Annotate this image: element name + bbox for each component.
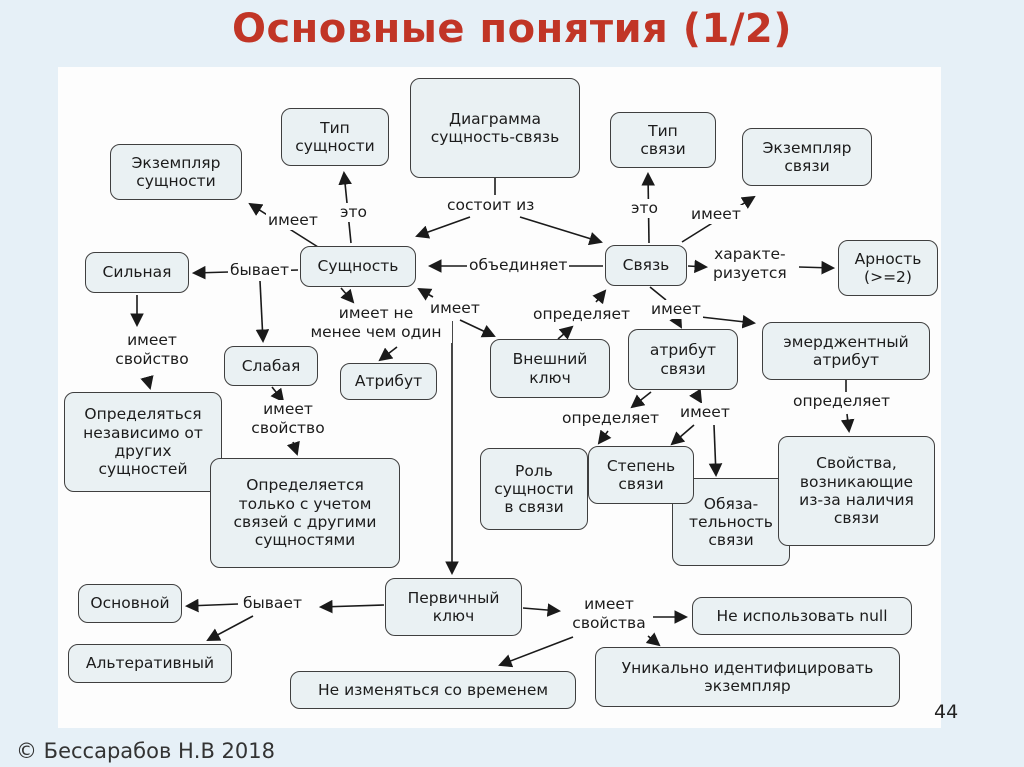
footer-copyright: © Бессарабов Н.В 2018	[16, 739, 276, 763]
node-relationship-attribute: атрибут связи	[628, 329, 738, 390]
arrow-consists-of-relationship	[519, 216, 603, 246]
arrow-byvaet-weak	[255, 280, 270, 344]
arrow-relattr-defines-start	[630, 391, 652, 409]
arrow-entity-atleast-start	[340, 287, 355, 304]
edge-label-imeet-ne-menee: имеет не менее чем один	[300, 304, 452, 343]
node-weak: Слабая	[224, 346, 318, 386]
arrow-defines-properties	[840, 413, 855, 434]
arrow-fk-defines-start	[557, 325, 574, 340]
node-er-diagram: Диаграмма сущность-связь	[410, 78, 580, 178]
arrow-pk-properties-start	[522, 603, 562, 617]
edge-label-kharakterizuetsya: характе- ризуется	[711, 245, 789, 284]
node-primary: Основной	[78, 584, 182, 623]
arrow-relattr-imeet-start	[689, 388, 703, 404]
edge-label-eto-1: это	[338, 203, 370, 223]
node-relationship-instance: Экземпляр связи	[742, 128, 872, 186]
node-entity-role: Роль сущности в связи	[480, 448, 588, 530]
edge-label-imeet-1: имеет	[266, 211, 320, 231]
node-arity: Арность (>=2)	[838, 240, 938, 296]
arrow-defines-role-degree	[597, 429, 612, 445]
arrow-imeet-entity	[417, 287, 434, 301]
node-foreign-key: Внешний ключ	[490, 339, 610, 398]
arrow-weak-property-end	[286, 440, 300, 456]
arrow-pk-byvaet-start	[318, 599, 385, 614]
edge-label-imeet-3: имеет	[428, 299, 482, 319]
node-entity-type: Тип сущности	[281, 108, 389, 166]
node-strong: Сильная	[85, 252, 189, 293]
edge-label-imeet-svoystvo-1: имеет свойство	[110, 331, 194, 370]
edge-label-opredelyaet-2: определяет	[560, 409, 662, 429]
arrow-fk-defines-relationship	[592, 289, 607, 305]
node-entity-instance: Экземпляр сущности	[110, 144, 242, 200]
edge-label-imeet-svoystva: имеет свойства	[565, 595, 653, 634]
node-entity: Сущность	[300, 246, 416, 287]
arrow-strong-property-end	[140, 375, 154, 390]
edge-label-byvaet-2: бывает	[241, 594, 304, 614]
node-emergent-attribute: эмерджентный атрибут	[762, 322, 930, 380]
node-defined-with-relationships: Определяется только с учетом связей с др…	[210, 458, 400, 568]
edge-label-opredelyaet-3: определяет	[791, 392, 893, 412]
arrow-characterized-start	[687, 259, 709, 274]
arrow-imeet-rel-attribute	[669, 313, 683, 329]
slide-title: Основные понятия (1/2)	[231, 6, 793, 52]
edge-label-eto-2: это	[629, 199, 661, 219]
node-defined-independently: Определяться независимо от других сущнос…	[64, 392, 222, 492]
arrow-characterized-arity	[798, 260, 836, 275]
node-no-null: Не использовать null	[692, 597, 912, 635]
node-attribute: Атрибут	[340, 363, 437, 400]
arrow-weak-property-start	[270, 386, 285, 403]
arrow-properties-unique	[645, 632, 661, 647]
arrow-rel-imeet-stem	[649, 286, 667, 301]
node-no-change-over-time: Не изменяться со временем	[290, 671, 576, 709]
edge-label-byvaet-1: бывает	[228, 261, 291, 281]
edge-label-imeet-svoystvo-2: имеет свойство	[243, 400, 333, 439]
arrow-byvaet-alternative	[206, 615, 254, 641]
arrow-atleast-attribute	[378, 346, 398, 362]
node-relationship-type: Тип связи	[610, 112, 716, 168]
arrow-imeet-degree	[670, 424, 695, 446]
arrow-properties-no-change	[498, 636, 574, 668]
node-primary-key: Первичный ключ	[385, 578, 522, 636]
arrow-imeet-emergent	[700, 314, 757, 329]
edge-label-imeet-4: имеет	[649, 300, 703, 320]
page-number: 44	[934, 701, 959, 723]
edge-label-opredelyaet-1: определяет	[531, 305, 633, 325]
node-relationship-degree: Степень связи	[588, 446, 694, 504]
edge-label-obedinyaet: объединяет	[467, 256, 570, 276]
node-unique-identify: Уникально идентифицировать экземпляр	[595, 647, 900, 707]
arrow-byvaet-primary	[184, 598, 239, 613]
edge-label-imeet-5: имеет	[678, 403, 732, 423]
edge-label-imeet-2: имеет	[689, 205, 743, 225]
edge-label-sostoit-iz: состоит из	[445, 196, 537, 216]
node-properties-from-relationship: Свойства, возникающие из-за наличия связ…	[778, 436, 935, 546]
arrow-consists-of-entity	[415, 216, 471, 239]
node-alternative: Альтеративный	[68, 644, 232, 683]
arrow-imeet-foreign-key	[459, 319, 496, 338]
node-relationship: Связь	[605, 245, 687, 286]
arrow-imeet-obligation	[708, 424, 723, 478]
